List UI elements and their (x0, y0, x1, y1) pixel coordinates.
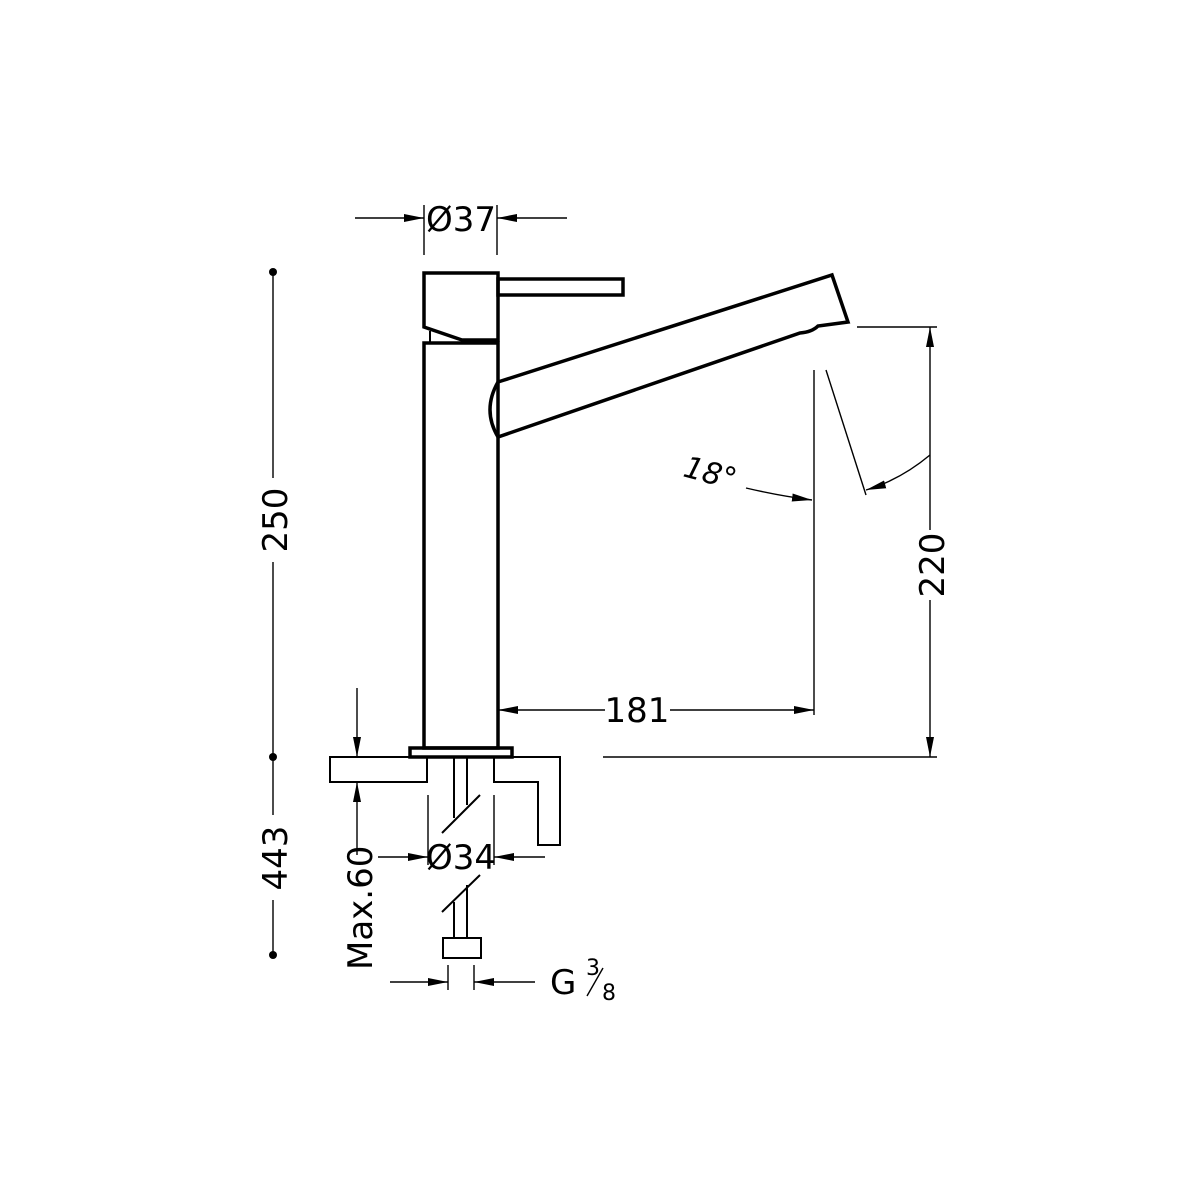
dimension-angle: 18° (680, 369, 931, 502)
angle-label: 18° (680, 450, 740, 498)
dimension-thread: G 3 8 (390, 956, 616, 1006)
overall-length-label: 443 (256, 826, 296, 891)
faucet-body (408, 271, 851, 759)
connector-nut (442, 937, 482, 959)
reach-label: 181 (605, 691, 670, 731)
thread-denominator: 8 (602, 981, 616, 1006)
dimension-reach: 181 (498, 370, 815, 731)
supply-hose (441, 757, 482, 959)
dimension-base-diameter: Ø34 (378, 795, 545, 878)
spout-height-label: 220 (913, 533, 953, 598)
base-diameter-label: Ø34 (426, 838, 496, 878)
dimension-top-diameter: Ø37 (355, 200, 567, 255)
thread-label: G (550, 963, 576, 1003)
dimension-max-thickness: Max.60 (341, 688, 381, 970)
countertop-section (329, 756, 561, 846)
thread-numerator: 3 (586, 956, 600, 981)
max-thickness-label: Max.60 (341, 846, 381, 970)
spout (488, 272, 851, 440)
base-plate (408, 746, 514, 759)
dimension-spout-height: 220 (603, 326, 953, 758)
lever-handle (496, 277, 625, 297)
total-height-label: 250 (256, 488, 296, 553)
top-diameter-label: Ø37 (426, 200, 496, 240)
dimension-heights: 250 443 (256, 268, 296, 959)
